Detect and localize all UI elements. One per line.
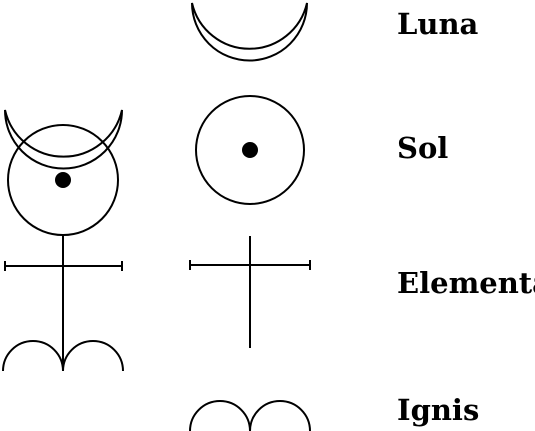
sun-center-dot xyxy=(242,142,258,158)
hieroglyphic-monad-icon xyxy=(2,109,124,372)
moon-crescent-icon xyxy=(191,2,308,62)
label-luna: Luna xyxy=(397,7,479,41)
monad-moon-crescent xyxy=(4,109,123,170)
monad-fire-double-arc xyxy=(2,340,124,372)
component-luna: Luna xyxy=(191,2,479,62)
fire-double-arc-icon xyxy=(189,400,311,431)
label-elementa: Elementa xyxy=(397,266,535,300)
component-elementa: Elementa xyxy=(189,236,535,348)
label-ignis: Ignis xyxy=(397,393,479,427)
monad-sun-dot xyxy=(55,172,71,188)
sun-circle-dot-icon xyxy=(195,95,305,205)
elemental-cross-icon xyxy=(189,236,311,348)
label-sol: Sol xyxy=(397,131,448,165)
component-sol: Sol xyxy=(195,95,448,205)
component-ignis: Ignis xyxy=(189,393,479,431)
